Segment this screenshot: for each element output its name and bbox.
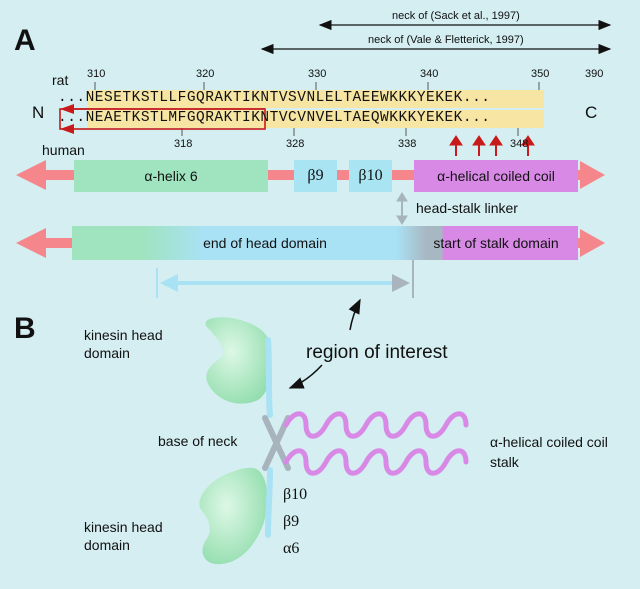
base-of-neck-label: base of neck: [158, 433, 238, 449]
human-tick-328: 328: [286, 138, 305, 150]
head-end-label: end of head domain: [203, 235, 327, 251]
rat-label: rat: [52, 72, 69, 88]
linker-label: head-stalk linker: [416, 200, 518, 216]
lysine-markers: [449, 135, 535, 156]
kinesin-head-top-label: kinesin head domain: [84, 327, 163, 361]
kinesin-head-top: [205, 317, 272, 404]
neck-strand-bottom: [265, 467, 273, 538]
red-arrow-head-bottom: [60, 124, 74, 134]
human-tick-318: 318: [174, 138, 193, 150]
beta10-label: β10: [358, 167, 383, 184]
human-sequence: ...NEAETKSTLMFGQRAKTIKNTVCVNVELTAEQWKKKY…: [58, 110, 491, 126]
helix6-label: α-helix 6: [144, 168, 198, 184]
rat-tick-marks: [94, 82, 540, 90]
human-tick-348: 348: [510, 138, 529, 150]
human-label: human: [42, 142, 85, 158]
beta9-label: β9: [307, 167, 324, 184]
kinesin-head-bottom-label: kinesin head domain: [84, 519, 163, 553]
region-bracket: [156, 260, 414, 298]
region-of-interest-label: region of interest: [306, 342, 448, 363]
rat-sequence: ...NESETKSTLLFGQRAKTIKNTVSVNLELTAEEWKKKY…: [58, 90, 491, 106]
rat-tick-390: 390: [585, 68, 604, 80]
rat-tick-320: 320: [196, 68, 215, 80]
red-arrow-head-top: [60, 104, 74, 114]
region-arrow-up: [348, 298, 361, 331]
region-arrow-down: [288, 364, 323, 389]
coiled-coil-upper: [283, 411, 469, 439]
n-terminus-label: N: [32, 103, 45, 122]
coiled-coil-stalk-label: α-helical coiled coil stalk: [490, 434, 608, 470]
panel-b-label: B: [14, 312, 36, 345]
alpha6-b-label: α6: [283, 540, 300, 557]
rat-tick-330: 330: [308, 68, 327, 80]
secondary-structure-track: [16, 160, 605, 192]
stalk-start-label: start of stalk domain: [433, 235, 559, 251]
beta10-b-label: β10: [283, 486, 308, 503]
rat-tick-350: 350: [531, 68, 550, 80]
neck-vale-label: neck of (Vale & Fletterick, 1997): [368, 34, 524, 46]
panel-a-label: A: [14, 24, 36, 57]
neck-strand-top: [265, 337, 273, 418]
seq-band-rat: [87, 90, 544, 108]
neck-sack-label: neck of (Sack et al., 1997): [392, 10, 520, 22]
kinesin-head-bottom: [199, 467, 268, 565]
rat-tick-310: 310: [87, 68, 106, 80]
beta9-b-label: β9: [283, 513, 300, 530]
human-tick-338: 338: [398, 138, 417, 150]
domain-track: [16, 226, 605, 260]
coiled-coil-lower: [283, 448, 469, 476]
c-terminus-label: C: [585, 103, 598, 122]
rat-tick-340: 340: [420, 68, 439, 80]
linker-arrow: [396, 192, 408, 225]
seq-band-human: [87, 110, 544, 128]
coiled-coil-label: α-helical coiled coil: [437, 168, 555, 184]
